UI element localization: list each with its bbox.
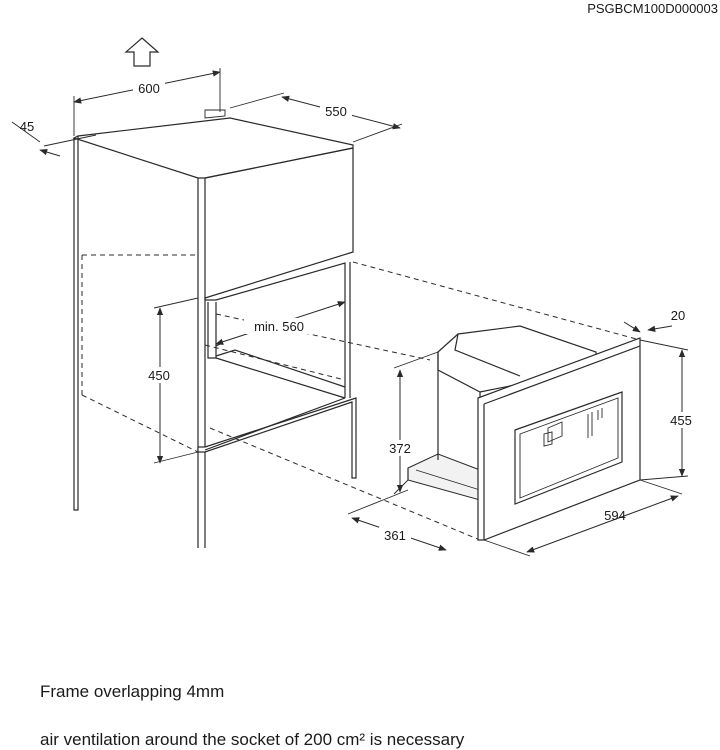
dim-min-560: min. 560 [254, 319, 304, 334]
installation-diagram: PSGBCM100D000003 [11, 1, 718, 557]
cabinet [72, 109, 357, 548]
dim-20: 20 [671, 308, 685, 323]
dim-372: 372 [389, 441, 411, 456]
dim-550: 550 [325, 104, 347, 119]
dim-594: 594 [604, 508, 626, 523]
note-air-ventilation: air ventilation around the socket of 200… [40, 730, 465, 749]
dim-361: 361 [384, 528, 406, 543]
dimension-labels: 600 550 45 450 min. 560 20 455 372 594 3… [20, 79, 698, 543]
dim-600: 600 [138, 81, 160, 96]
dim-455: 455 [670, 413, 692, 428]
dim-450: 450 [148, 368, 170, 383]
up-arrow-icon [124, 37, 160, 67]
reference-code: PSGBCM100D000003 [587, 1, 718, 16]
note-frame-overlap: Frame overlapping 4mm [40, 682, 225, 701]
dim-45: 45 [20, 119, 34, 134]
appliance [407, 325, 641, 541]
